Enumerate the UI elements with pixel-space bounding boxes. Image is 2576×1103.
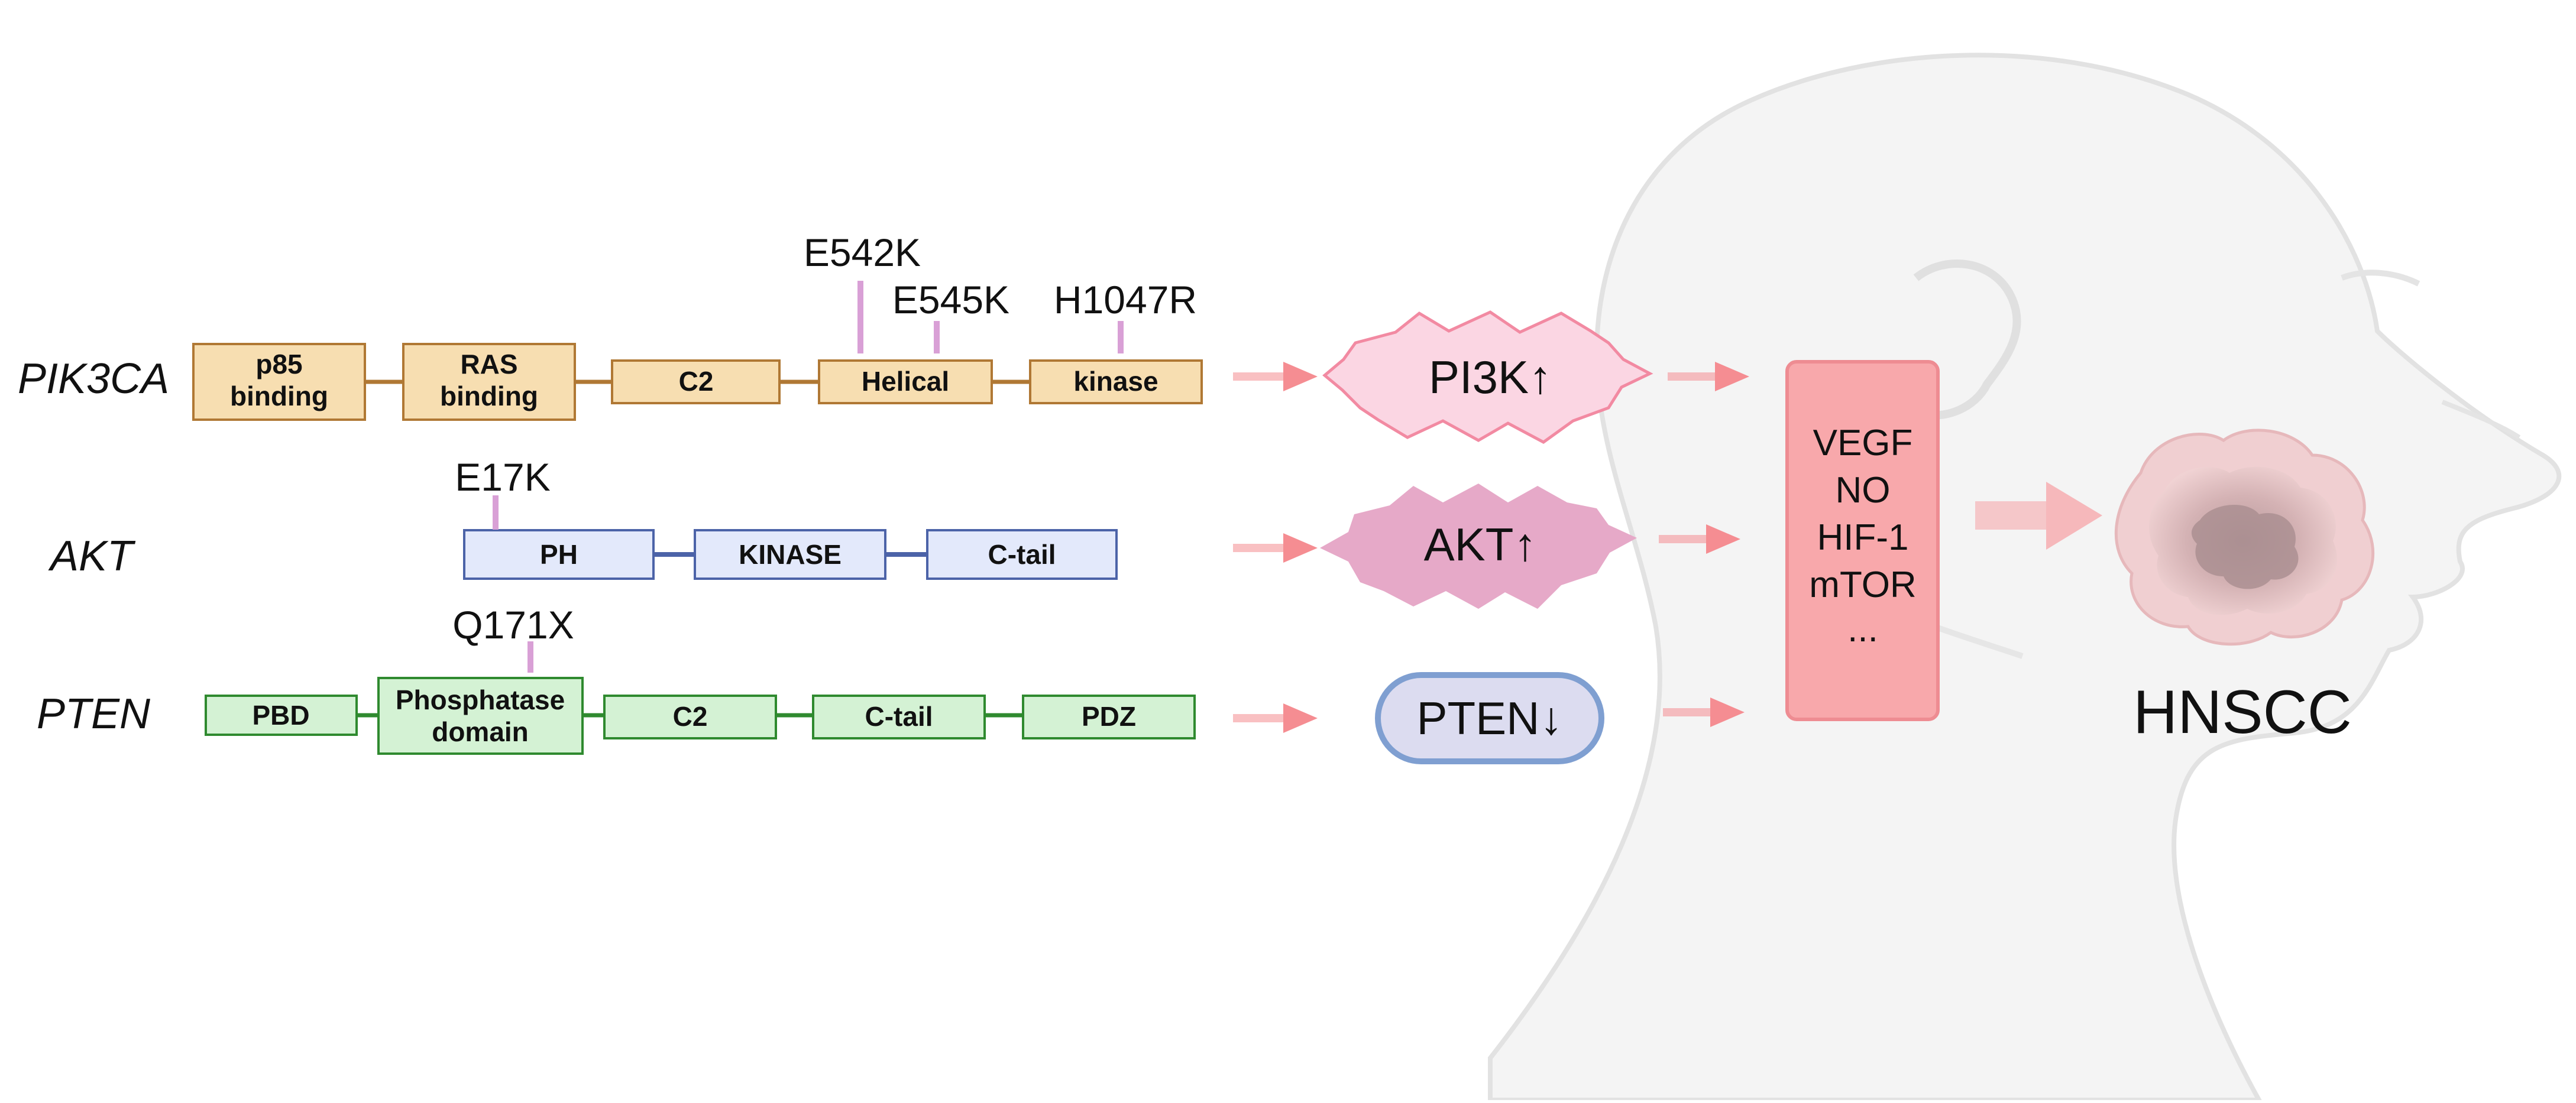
effector-item: VEGF [1813, 423, 1913, 463]
arrow-head [1283, 533, 1318, 563]
tumor-illustration [2114, 429, 2375, 646]
effector-item: HIF-1 [1817, 517, 1909, 558]
arrow-head [1283, 362, 1318, 391]
domain-label: PDZ [1082, 701, 1136, 732]
gene-label-pik3ca: PIK3CA [18, 355, 169, 403]
domain-c2 [611, 359, 781, 404]
domain-pbd [205, 695, 358, 736]
gene-label-akt: AKT [48, 533, 136, 580]
domain-pdz [1022, 695, 1196, 739]
mutation-label-e17k: E17K [455, 455, 550, 499]
effector-item: mTOR [1809, 565, 1916, 605]
mutation-label-e542k: E542K [804, 231, 921, 274]
outcome-label-hnscc: HNSCC [2133, 678, 2352, 747]
domain-label: C2 [673, 701, 708, 732]
domain-label: Phosphatase [396, 684, 565, 715]
effector-item: NO [1836, 470, 1891, 511]
domain-label: KINASE [739, 539, 842, 570]
pten-pill-badge [1375, 672, 1604, 764]
domain-p85-binding [192, 343, 366, 421]
domain-label: Helical [862, 366, 949, 397]
domain-label: domain [432, 716, 529, 747]
arrow-head [1706, 524, 1740, 554]
mutation-label-h1047r: H1047R [1054, 278, 1197, 322]
domain-ras-binding [402, 343, 576, 421]
domain-c-tail [812, 695, 986, 739]
mutation-label-q171x: Q171X [452, 603, 574, 647]
arrows-status-to-effectors [1659, 362, 1749, 727]
akt-status-label: AKT↑ [1424, 518, 1537, 570]
domain-label: kinase [1073, 366, 1158, 397]
domain-kinase [1029, 359, 1203, 404]
akt-burst-badge [1320, 484, 1637, 609]
domain-label: C2 [679, 366, 714, 397]
head-silhouette-illustration [1488, 53, 2562, 1102]
domain-c2 [603, 695, 777, 739]
mutation-label-e545k: E545K [892, 278, 1009, 322]
gene-label-pten: PTEN [37, 690, 151, 738]
domain-ph [463, 529, 655, 580]
domain-label: PH [540, 539, 578, 570]
arrow-head [1715, 362, 1749, 391]
domain-kinase [694, 529, 886, 580]
arrow-head [1283, 703, 1318, 733]
effector-box: VEGF NO HIF-1 mTOR ... [1785, 360, 1940, 721]
domain-phosphatase [377, 677, 584, 755]
pten-status-label: PTEN↓ [1416, 692, 1562, 744]
domain-c-tail [926, 529, 1118, 580]
effector-box-frame [1785, 360, 1940, 721]
domain-label: C-tail [865, 701, 933, 732]
big-arrow-shaft [1975, 501, 2052, 530]
domain-label: RAS [460, 349, 517, 379]
domain-helical [818, 359, 993, 404]
big-arrow-head [2046, 482, 2102, 550]
arrows-genes-to-status [1233, 362, 1318, 733]
domain-label: p85 [255, 349, 302, 379]
pten-row: PTEN PBD Phosphatase domain C2 C-tail PD… [37, 603, 1196, 755]
akt-row: AKT PH KINASE C-tail E17K [48, 455, 1118, 580]
domain-label: binding [230, 381, 328, 411]
effector-item: ... [1847, 609, 1878, 650]
pi3k-burst-badge [1322, 310, 1653, 444]
domain-label: C-tail [988, 539, 1056, 570]
pi3k-status-label: PI3K↑ [1429, 351, 1552, 403]
pik3ca-row: PIK3CA p85 binding RAS binding C2 Helica… [18, 231, 1203, 421]
status-badges: PI3K↑ AKT↑ PTEN↓ [1320, 310, 1653, 764]
domain-label: binding [440, 381, 538, 411]
domain-label: PBD [252, 700, 309, 731]
arrow-head [1710, 698, 1745, 727]
arrow-to-tumor [1975, 482, 2102, 550]
